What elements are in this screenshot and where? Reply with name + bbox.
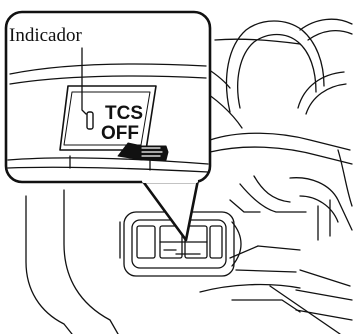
tcs-off-switch: TCS OFF bbox=[59, 85, 157, 151]
dashboard-background bbox=[25, 18, 353, 334]
switch-label-tcs: TCS bbox=[105, 103, 143, 124]
indicator-light bbox=[86, 111, 94, 130]
callout-panel-art bbox=[7, 63, 209, 173]
switch-label-off: OFF bbox=[101, 123, 139, 144]
callout-pointer bbox=[140, 178, 200, 242]
callout-box: TCS OFF Indicador bbox=[4, 10, 212, 184]
indicator-leader-line bbox=[81, 47, 87, 115]
indicator-label: Indicador bbox=[9, 25, 82, 46]
press-arrow-icon bbox=[117, 142, 169, 161]
